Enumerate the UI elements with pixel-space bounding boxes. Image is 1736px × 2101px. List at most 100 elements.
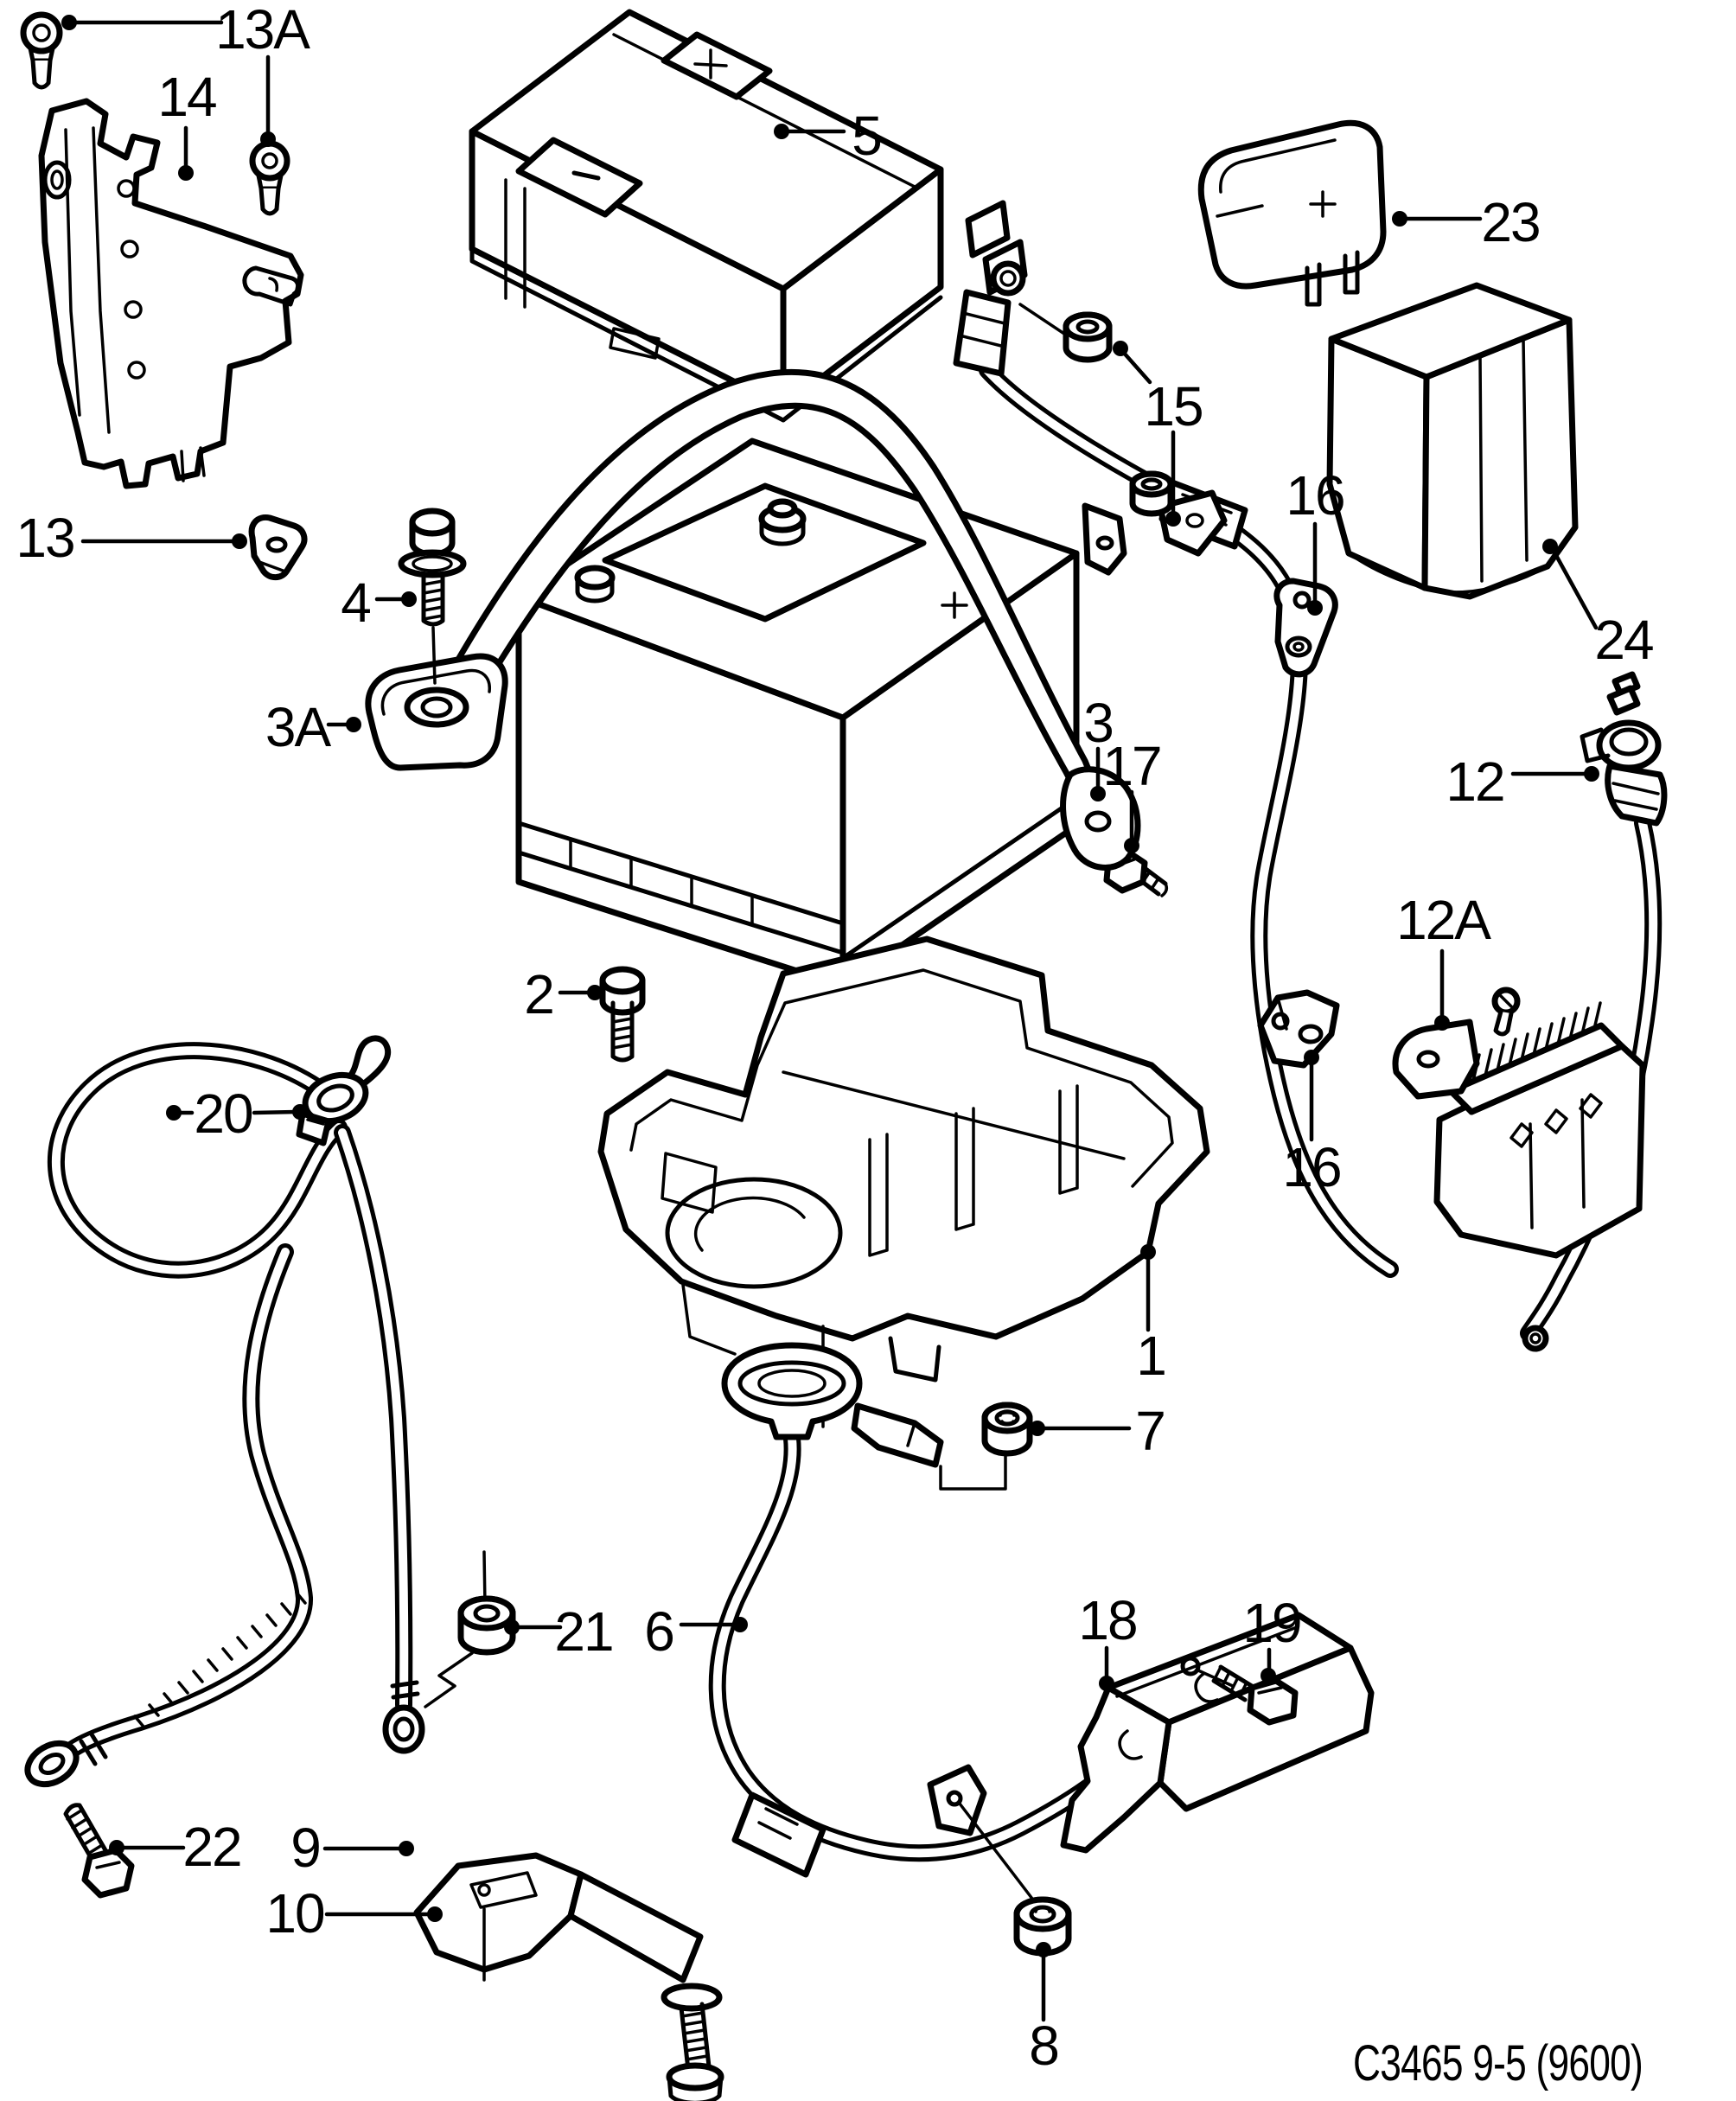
leader-dot (401, 591, 417, 607)
leader-dot (399, 1841, 414, 1856)
callout-21-nut: 21 (504, 1600, 615, 1663)
callout-label: 4 (341, 572, 370, 634)
callout-23-terminal-cover-small: 23 (1392, 191, 1541, 253)
part-nut-15-lower (1129, 470, 1228, 557)
leader-dot (260, 131, 276, 147)
callout-label: 20 (194, 1082, 252, 1145)
callout-13a-screw: 13A (61, 0, 312, 147)
callout-20-negative-cable: 20 (166, 1082, 308, 1145)
callout-label: 16 (1286, 464, 1343, 527)
leader-dot (1307, 600, 1323, 616)
leader-dot (61, 15, 77, 30)
leader-dot (178, 165, 194, 181)
part-bolt-10 (661, 1983, 724, 2101)
part-fuse-box (1433, 1001, 1646, 1259)
callout-16-cable-clamp: 16 (1282, 1050, 1343, 1198)
leader-dot (1030, 1421, 1045, 1436)
callout-label: 21 (554, 1600, 612, 1663)
part-nut-8 (1013, 1896, 1072, 1957)
callout-label: 13 (16, 507, 73, 569)
callout-8-nut: 8 (1029, 1942, 1060, 2077)
callout-label: 12A (1396, 889, 1491, 951)
callout-9-cable-bracket: 9 (290, 1817, 414, 1879)
part-cable-clamp-16-lower (1257, 989, 1340, 1069)
leader-dot (1261, 1668, 1276, 1683)
callout-24-terminal-cover-large: 24 (1542, 539, 1655, 671)
callout-label: 6 (644, 1600, 673, 1663)
leader-dot (109, 1840, 124, 1855)
callout-label: 23 (1481, 191, 1539, 253)
callout-3-battery-strap: 3 (1083, 692, 1114, 801)
part-nut-21 (424, 1550, 516, 1708)
callout-17-bolt: 17 (1102, 735, 1163, 853)
part-positive-cable-lower-6 (708, 1342, 1105, 1900)
part-heat-shield-18 (1060, 1612, 1375, 1854)
callout-label: 14 (157, 66, 216, 128)
callout-label: 2 (524, 963, 553, 1025)
callout-label: 13A (215, 0, 310, 61)
leader-dot (346, 717, 361, 732)
leader-dot (1542, 539, 1558, 554)
leader-dot (504, 1619, 520, 1635)
callout-label: 7 (1135, 1400, 1165, 1462)
leader-dot (427, 1906, 443, 1922)
leader-dot (1140, 1244, 1156, 1260)
part-terminal-cover-24 (1326, 282, 1579, 600)
callout-18-heat-shield: 18 (1078, 1589, 1139, 1691)
part-screw-12a (1491, 987, 1521, 1037)
callout-2-bolt: 2 (524, 963, 603, 1025)
leader-dot (1304, 1050, 1319, 1065)
callout-label: 5 (852, 105, 881, 167)
callout-5-battery-cover: 5 (774, 105, 883, 167)
part-battery-strap-3 (446, 368, 1141, 871)
callout-4-bolt-with-washer: 4 (341, 572, 417, 634)
callout-1-battery-tray: 1 (1136, 1244, 1167, 1387)
part-cable-bracket-9 (413, 1852, 704, 1983)
callout-label: 18 (1078, 1589, 1136, 1651)
part-battery (515, 437, 1080, 989)
callout-16-cable-clamp: 16 (1286, 464, 1346, 616)
leader-dot (1165, 511, 1181, 527)
callout-label: 10 (265, 1882, 324, 1945)
callout-label: 12 (1446, 750, 1503, 813)
part-negative-cable-20 (24, 1035, 425, 1788)
callout-6-positive-cable-lower: 6 (644, 1600, 748, 1663)
callout-label: 17 (1102, 735, 1160, 797)
leader-dot (1584, 766, 1599, 782)
part-clip-nut-13 (248, 514, 308, 581)
leader-dot (1099, 1676, 1114, 1691)
part-screw-13a-top (20, 11, 63, 90)
leader-line (252, 1109, 298, 1115)
callout-label: 3 (1083, 692, 1113, 754)
part-terminal-cover-23 (1197, 119, 1387, 307)
part-nut-15-upper (1063, 311, 1113, 363)
leader-dot (774, 124, 789, 139)
callout-label: 24 (1594, 609, 1653, 671)
callout-10-bolt: 10 (265, 1882, 443, 1945)
callout-label: 3A (265, 696, 332, 758)
callout-label: 22 (182, 1816, 240, 1878)
callout-label: 9 (290, 1817, 320, 1879)
part-battery-tray-1 (597, 936, 1210, 1428)
leader-dot (587, 985, 603, 1000)
callout-12-positive-terminal: 12 (1446, 750, 1599, 813)
leader-line (1551, 548, 1599, 630)
diagram-caption: C3465 9-5 (9600) (1353, 2035, 1643, 2091)
leader-dot (1036, 1942, 1051, 1957)
part-bolt-19 (1211, 1664, 1299, 1726)
callout-13-clip-nut: 13 (16, 507, 247, 569)
leader-dot (1113, 341, 1128, 356)
leader-line (1120, 349, 1152, 385)
callout-label: 16 (1282, 1136, 1340, 1198)
leader-dot (1434, 1015, 1450, 1031)
part-screw-13a-lower (249, 140, 290, 216)
leader-dot (292, 1104, 308, 1120)
leader-dot (1124, 838, 1139, 853)
part-nut-7 (939, 1402, 1033, 1491)
callout-7-nut: 7 (1030, 1400, 1166, 1462)
callout-label: 8 (1029, 2015, 1058, 2077)
callout-3a-strap-pad: 3A (265, 696, 361, 758)
callout-22-bolt: 22 (109, 1816, 243, 1878)
